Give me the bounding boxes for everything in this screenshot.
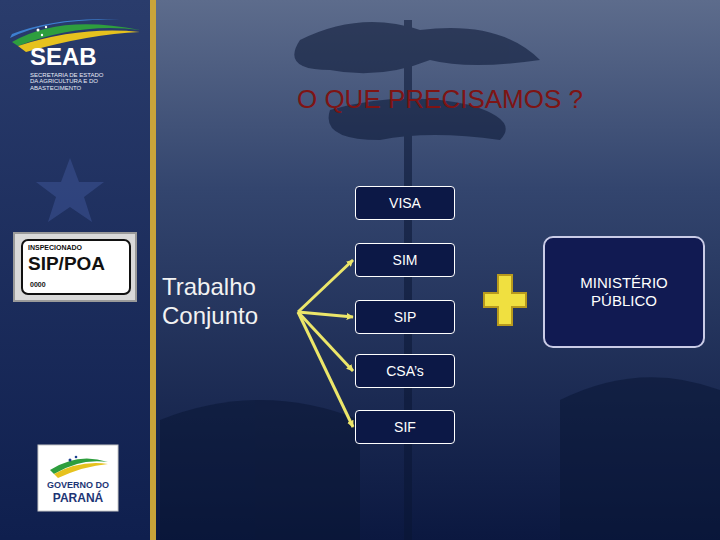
stamp-text: SIP/POA (28, 254, 128, 274)
logo-subtitle: SECRETARIA DE ESTADO DA AGRICULTURA E DO… (30, 72, 108, 91)
agency-box: SIF (355, 410, 455, 444)
stamp-number: 0000 (30, 281, 70, 288)
node-text: SIP (394, 309, 417, 325)
plus-sign (484, 275, 526, 325)
gold-stripe (150, 0, 156, 540)
logo-text: PARANÁ (40, 492, 116, 505)
node-text: CSA’s (386, 363, 424, 379)
agency-box: CSA’s (355, 354, 455, 388)
tree-silhouette (160, 20, 720, 540)
logo-name: SEAB (30, 44, 130, 69)
stamp-text: INSPECIONADO (28, 244, 124, 251)
node-text: Trabalho Conjunto (162, 273, 294, 331)
slide-title: O QUE PRECISAMOS ? (160, 84, 720, 115)
inspection-stamp (14, 233, 136, 301)
connector-arrow (298, 312, 353, 317)
agency-box: VISA (355, 186, 455, 220)
partner-box: MINISTÉRIO PÚBLICO (543, 236, 705, 348)
side-panel (0, 0, 150, 540)
governo-logo (38, 445, 118, 511)
node-text: SIM (393, 252, 418, 268)
node-text: MINISTÉRIO PÚBLICO (555, 274, 693, 310)
node-text: SIF (394, 419, 416, 435)
connector-arrow (298, 260, 353, 312)
star-watermark (36, 158, 104, 222)
connector-arrow (298, 312, 353, 371)
logo-text: GOVERNO DO (40, 481, 116, 490)
agency-box: SIP (355, 300, 455, 334)
node-text: VISA (389, 195, 421, 211)
agency-box: SIM (355, 243, 455, 277)
connector-arrow (298, 312, 353, 427)
group-label: Trabalho Conjunto (162, 271, 294, 333)
